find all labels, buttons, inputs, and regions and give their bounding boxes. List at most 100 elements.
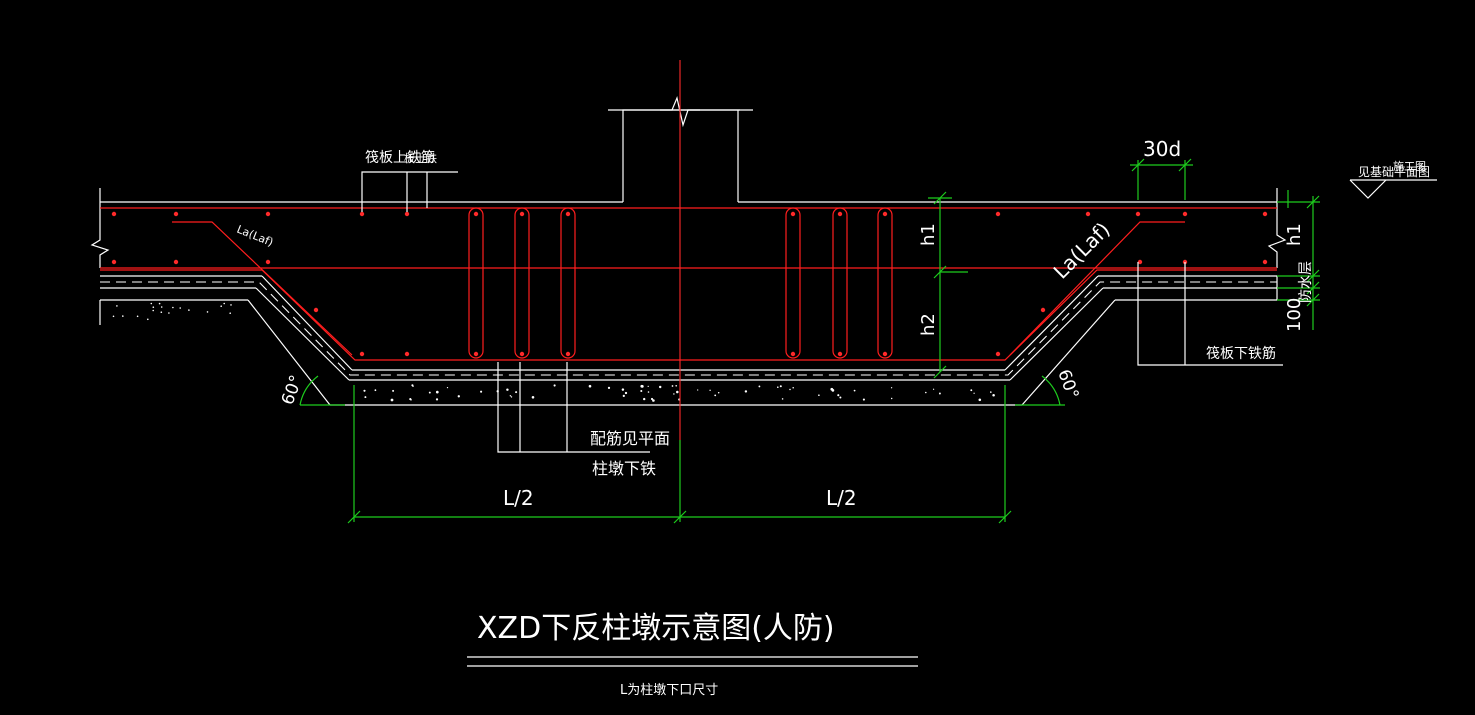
concrete-speckle — [781, 398, 784, 400]
label-h2-mid: h2 — [918, 313, 939, 336]
concrete-speckle — [862, 398, 865, 401]
concrete-speckle — [116, 305, 118, 307]
concrete-speckle — [990, 391, 992, 393]
concrete-speckle — [506, 388, 509, 391]
rebar-dot — [995, 351, 1001, 357]
label-waterproof: 防水层 — [1298, 261, 1314, 303]
rebar-dot — [837, 211, 843, 217]
concrete-speckle — [925, 391, 927, 394]
concrete-speckle — [938, 392, 941, 395]
concrete-speckle — [624, 391, 628, 395]
concrete-speckle — [223, 302, 225, 305]
concrete-speckle — [179, 307, 181, 309]
concrete-speckle — [818, 394, 820, 397]
rebar-dot — [265, 211, 271, 217]
concrete-speckle — [717, 392, 720, 394]
concrete-speckle — [932, 388, 935, 390]
rebar — [100, 60, 1277, 460]
concrete-speckle — [136, 315, 139, 318]
drawing-title: XZD下反柱墩示意图(人防) — [477, 611, 835, 646]
concrete-speckle — [428, 391, 431, 394]
rebar-dot — [111, 259, 117, 265]
concrete-speckle — [374, 389, 377, 392]
concrete-speckle — [709, 389, 711, 392]
concrete-speckle — [643, 397, 646, 401]
concrete-speckle — [515, 391, 518, 394]
concrete-speckle — [188, 309, 190, 311]
concrete-speckle — [970, 389, 973, 392]
label-pier-rebar-2: 柱墩下铁 — [592, 459, 656, 478]
concrete-speckle — [531, 396, 535, 399]
concrete-speckle — [779, 385, 782, 388]
rebar-dot — [1182, 211, 1188, 217]
rebar-dot — [1040, 307, 1046, 313]
label-top-rebar-overlap: 板上铁 — [404, 151, 437, 165]
concrete-speckle — [230, 304, 232, 306]
label-30d: 30d — [1143, 137, 1181, 161]
rebar-dot — [111, 211, 117, 217]
rebar-dot — [790, 351, 796, 357]
concrete-speckle — [640, 384, 644, 388]
concrete-speckle — [837, 394, 840, 397]
concrete-speckle — [168, 312, 170, 314]
rebar-dots — [111, 211, 1268, 357]
label-dim-right: L/2 — [826, 486, 857, 510]
rebar-dot — [359, 351, 365, 357]
rebar-dot — [1135, 211, 1141, 217]
concrete-speckle — [435, 390, 439, 394]
concrete-speckle — [673, 393, 675, 395]
concrete-speckle — [364, 396, 367, 399]
label-anchor-right: La(Laf) — [1049, 217, 1115, 283]
label-anchor-left: La(Laf) — [235, 223, 275, 249]
concrete-speckle — [412, 385, 414, 387]
rebar-dot — [404, 211, 410, 217]
concrete-speckle — [839, 396, 842, 399]
concrete-speckle — [220, 305, 222, 308]
rebar-dot — [473, 211, 479, 217]
concrete-speckle — [647, 391, 650, 393]
concrete-speckle — [446, 387, 449, 389]
concrete-speckle — [390, 398, 394, 402]
concrete-speckle — [714, 394, 717, 397]
concrete-speckle — [160, 311, 163, 314]
concrete-speckle — [172, 306, 174, 309]
concrete-speckle — [410, 399, 412, 401]
rebar-dot — [882, 211, 888, 217]
concrete-speckle — [160, 306, 163, 308]
label-h1-mid: h1 — [918, 223, 939, 246]
concrete-speckle — [112, 315, 115, 318]
rebar-dot — [995, 211, 1001, 217]
stirrups-right — [785, 207, 893, 359]
concrete-speckle — [435, 398, 439, 401]
rebar-dot — [1262, 211, 1268, 217]
label-angle-left: 60° — [278, 373, 307, 408]
concrete-speckle — [777, 386, 779, 388]
concrete-speckle — [831, 389, 835, 392]
rebar-dot — [565, 351, 571, 357]
rebar-dot — [565, 211, 571, 217]
rebar-dot — [265, 259, 271, 265]
rebar-dot — [790, 211, 796, 217]
concrete-speckle — [607, 386, 611, 390]
concrete-speckle — [152, 306, 155, 309]
concrete-speckle — [890, 387, 893, 389]
leaders — [361, 171, 1437, 667]
rebar-dot — [837, 351, 843, 357]
rebar-dot — [313, 307, 319, 313]
concrete-speckle — [621, 388, 625, 391]
rebar-dot — [519, 211, 525, 217]
concrete-speckle — [147, 318, 149, 321]
rebar-dot — [519, 351, 525, 357]
drawing-note: L为柱墩下口尺寸 — [620, 683, 718, 698]
concrete-speckle — [510, 396, 513, 398]
label-see-plan-overlap: 施工图 — [1393, 160, 1426, 173]
concrete-speckle — [853, 389, 856, 392]
label-h1-right: h1 — [1284, 223, 1305, 246]
concrete-speckle — [457, 395, 460, 398]
concrete-speckle — [676, 390, 679, 394]
concrete-speckle — [792, 386, 794, 389]
concrete-speckle — [392, 389, 395, 392]
concrete-hatch — [112, 302, 995, 402]
concrete-speckle — [122, 315, 124, 317]
concrete-speckle — [744, 390, 748, 393]
